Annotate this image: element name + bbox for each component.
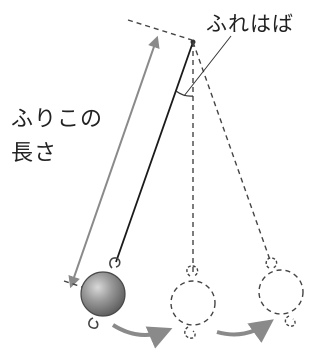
pendulum-bob-center (170, 265, 216, 339)
length-label-line2: 長さ (11, 141, 58, 166)
length-label: ふりこの 長さ (11, 103, 103, 171)
length-label-line1: ふりこの (11, 107, 104, 132)
swing-arrow-right (216, 319, 274, 343)
pendulum-string-right (192, 41, 271, 261)
swing-arrow-left (111, 323, 173, 349)
length-dimension-arrow (68, 35, 160, 289)
amplitude-label: ふれはば (206, 12, 294, 36)
pendulum-string (115, 41, 194, 263)
pendulum-bob-left (80, 257, 126, 329)
pivot-reference-line (127, 19, 193, 41)
pendulum-bob-right (258, 257, 304, 327)
amplitude-leader-line (183, 35, 232, 97)
